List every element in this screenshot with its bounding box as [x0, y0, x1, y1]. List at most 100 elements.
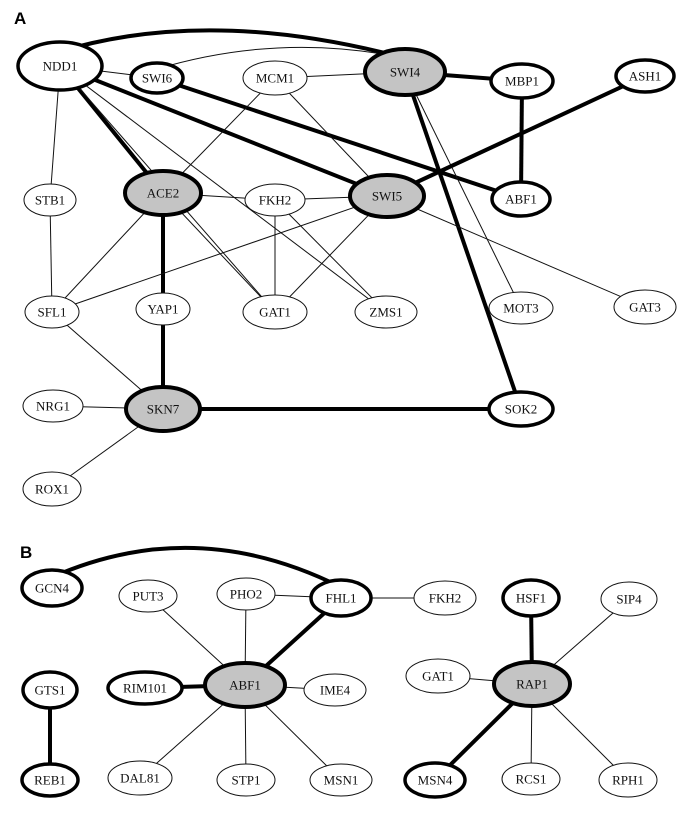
node-label-b-gts1: GTS1: [34, 683, 65, 698]
node-ellipse-yap1: [135, 292, 191, 326]
node-label-sok2: SOK2: [505, 402, 538, 417]
node-label-rox1: ROX1: [35, 482, 69, 497]
node-label-ndd1: NDD1: [43, 59, 78, 74]
node-ellipse-b-gcn4: [20, 568, 84, 608]
node-b-rph1: RPH1: [598, 762, 658, 798]
node-label-b-hsf1: HSF1: [516, 591, 546, 606]
node-ellipse-rox1: [22, 471, 82, 507]
node-abf1: ABF1: [490, 180, 552, 218]
node-mot3: MOT3: [488, 291, 554, 325]
edge-b-gcn4-b-fhl1: [51, 545, 342, 589]
node-ellipse-b-abf1: [203, 661, 287, 709]
node-b-msn4: MSN4: [403, 761, 467, 799]
node-ellipse-abf1: [490, 180, 552, 218]
node-label-b-rph1: RPH1: [612, 773, 644, 788]
node-ellipse-stb1: [23, 183, 77, 217]
node-label-b-dal81: DAL81: [120, 771, 160, 786]
edge-swi5-sfl1: [51, 195, 388, 313]
node-label-gat1: GAT1: [259, 305, 291, 320]
node-label-b-sip4: SIP4: [616, 592, 642, 607]
node-swi4: SWI4: [363, 47, 447, 97]
node-ellipse-b-sip4: [600, 581, 658, 617]
node-b-sip4: SIP4: [600, 581, 658, 617]
node-label-yap1: YAP1: [147, 302, 178, 317]
node-label-ash1: ASH1: [629, 69, 662, 84]
node-ace2: ACE2: [123, 169, 203, 217]
node-swi5: SWI5: [348, 173, 426, 219]
node-label-swi5: SWI5: [372, 189, 402, 204]
node-label-ace2: ACE2: [147, 186, 180, 201]
node-sok2: SOK2: [487, 390, 555, 428]
node-b-hsf1: HSF1: [501, 578, 561, 618]
node-b-rcs1: RCS1: [501, 762, 561, 796]
node-zms1: ZMS1: [354, 295, 418, 329]
node-ellipse-swi5: [348, 173, 426, 219]
node-gat1: GAT1: [242, 294, 308, 330]
node-label-sfl1: SFL1: [38, 305, 67, 320]
edge-swi4-mot3: [404, 71, 522, 309]
node-ndd1: NDD1: [16, 40, 104, 92]
node-ellipse-b-msn4: [403, 761, 467, 799]
node-ellipse-sok2: [487, 390, 555, 428]
node-label-swi4: SWI4: [390, 65, 421, 80]
node-ellipse-b-msn1: [309, 763, 373, 797]
node-label-b-fkh2: FKH2: [429, 591, 462, 606]
edge-swi4-sok2: [403, 71, 523, 410]
node-b-ime4: IME4: [303, 673, 367, 707]
node-swi6: SWI6: [129, 61, 185, 95]
node-ellipse-b-reb1: [20, 762, 80, 798]
node-b-fkh2: FKH2: [413, 580, 477, 616]
node-label-abf1: ABF1: [505, 192, 537, 207]
node-ellipse-mot3: [488, 291, 554, 325]
node-fkh2: FKH2: [244, 183, 306, 217]
node-ellipse-b-hsf1: [501, 578, 561, 618]
node-label-stb1: STB1: [35, 193, 65, 208]
node-label-b-put3: PUT3: [132, 589, 163, 604]
edge-mbp1-abf1: [519, 80, 524, 200]
node-b-msn1: MSN1: [309, 763, 373, 797]
node-ellipse-ash1: [614, 58, 676, 94]
edge-fkh2-zms1: [274, 199, 387, 313]
node-ellipse-b-gat1: [405, 658, 471, 694]
node-label-b-rim101: RIM101: [123, 681, 167, 696]
node-ellipse-b-fkh2: [413, 580, 477, 616]
node-ellipse-b-fhl1: [309, 578, 373, 618]
node-ellipse-sfl1: [24, 295, 80, 329]
node-b-fhl1: FHL1: [309, 578, 373, 618]
edge-stb1-sfl1: [49, 199, 53, 313]
node-b-stp1: STP1: [216, 763, 276, 797]
node-label-b-reb1: REB1: [34, 773, 66, 788]
node-label-b-rap1: RAP1: [516, 677, 548, 692]
node-b-rap1: RAP1: [492, 660, 572, 708]
node-ellipse-mbp1: [489, 62, 555, 100]
edge-swi6-abf1: [156, 76, 522, 201]
node-label-swi6: SWI6: [142, 71, 173, 86]
node-ellipse-gat3: [613, 289, 677, 325]
node-b-rim101: RIM101: [106, 670, 184, 706]
node-b-gts1: GTS1: [21, 670, 79, 710]
node-ellipse-mcm1: [242, 60, 308, 96]
node-label-fkh2: FKH2: [259, 193, 292, 208]
node-ellipse-b-rcs1: [501, 762, 561, 796]
node-b-dal81: DAL81: [107, 760, 173, 796]
node-skn7: SKN7: [124, 385, 202, 433]
edge-swi5-gat3: [386, 195, 646, 308]
edge-ndd1-swi4: [59, 28, 406, 61]
node-ellipse-b-ime4: [303, 673, 367, 707]
node-stb1: STB1: [23, 183, 77, 217]
node-label-b-pho2: PHO2: [230, 587, 263, 602]
node-rox1: ROX1: [22, 471, 82, 507]
node-b-abf1: ABF1: [203, 661, 287, 709]
node-label-mbp1: MBP1: [505, 74, 539, 89]
node-label-gat3: GAT3: [629, 300, 661, 315]
edge-swi6-swi4: [156, 46, 406, 70]
node-label-b-msn4: MSN4: [418, 773, 453, 788]
node-label-b-fhl1: FHL1: [325, 591, 356, 606]
node-ellipse-gat1: [242, 294, 308, 330]
node-ellipse-b-pho2: [216, 577, 276, 611]
edge-ndd1-zms1: [59, 65, 387, 313]
node-mbp1: MBP1: [489, 62, 555, 100]
node-ellipse-ndd1: [16, 40, 104, 92]
